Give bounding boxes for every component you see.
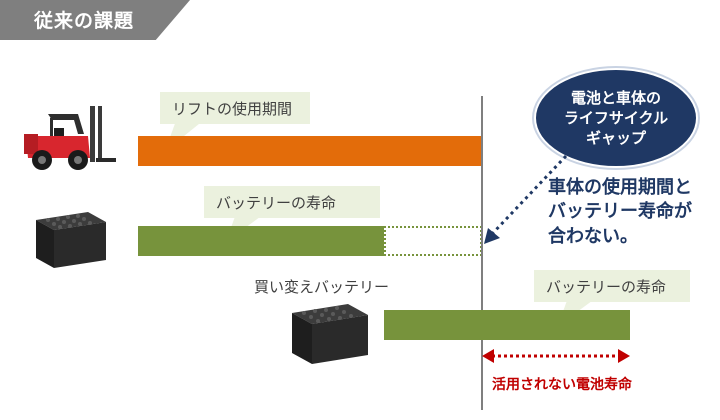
battery-life-bar: [138, 226, 384, 256]
replacement-battery-label: 買い変えバッテリー: [254, 278, 390, 296]
lifecycle-gap-ellipse: 電池と車体の ライフサイクル ギャップ: [536, 70, 696, 166]
ellipse-line-1: 電池と車体の: [570, 88, 661, 107]
mismatch-note-line-1: 車体の使用期間と: [548, 177, 692, 198]
battery-life-callout: バッテリーの寿命: [204, 186, 380, 218]
mismatch-note: 車体の使用期間と バッテリー寿命が 合わない。: [548, 176, 692, 249]
replacement-battery-bar: [384, 310, 630, 340]
ellipse-line-2: ライフサイクル: [563, 108, 669, 127]
battery-icon: [30, 206, 110, 272]
lift-period-callout: リフトの使用期間: [160, 92, 310, 124]
unused-life-arrow: [480, 346, 632, 366]
mismatch-note-line-2: バッテリー寿命が: [548, 201, 692, 223]
timeline-divider: [481, 96, 483, 410]
header-tab: [0, 0, 190, 40]
unused-life-label: 活用されない電池寿命: [492, 377, 632, 393]
battery-life-label: バッテリーの寿命: [216, 194, 337, 212]
battery-life-2-callout: バッテリーの寿命: [534, 270, 690, 302]
battery-icon: [286, 298, 372, 368]
lift-period-label: リフトの使用期間: [172, 100, 293, 118]
lift-period-bar: [138, 136, 482, 166]
page-title: 従来の課題: [34, 10, 135, 32]
mismatch-note-line-3: 合わない。: [548, 225, 638, 247]
gap-pointer-arrow: [478, 150, 578, 250]
forklift-icon: [18, 100, 118, 172]
battery-gap-bar: [384, 226, 482, 256]
ellipse-line-3: ギャップ: [585, 129, 646, 148]
battery-life-2-label: バッテリーの寿命: [546, 278, 667, 296]
